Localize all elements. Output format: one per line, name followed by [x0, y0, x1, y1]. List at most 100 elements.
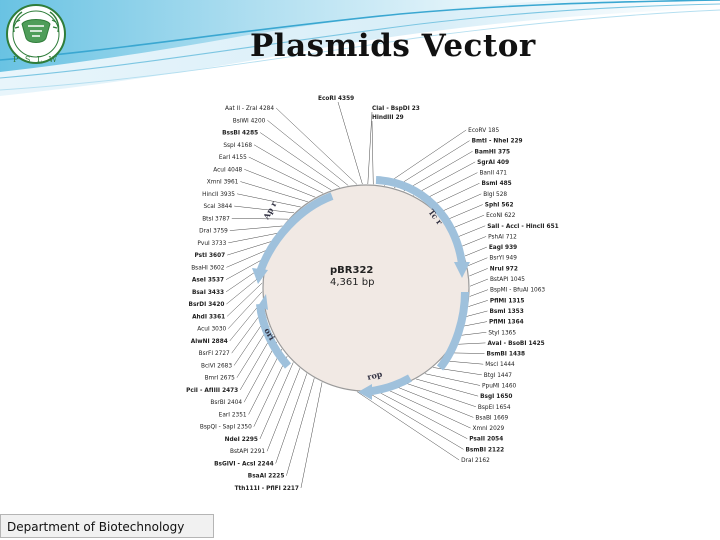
site-label-right-14: BstAPI 1045	[490, 277, 525, 283]
leader-line-right-31	[356, 391, 460, 461]
gene-arrow-tetr	[375, 176, 466, 265]
site-label-right-6: BlgI 528	[483, 192, 507, 198]
site-label-left-18: AcuI 3030	[197, 327, 226, 333]
leader-line-left-0	[275, 107, 358, 185]
leader-line-left-17	[226, 282, 263, 317]
site-label-left-22: BmrI 2675	[205, 376, 236, 382]
site-label-right-5: BsmI 485	[481, 181, 511, 187]
leader-line-right-25	[416, 378, 479, 397]
site-label-left-6: XmnI 3961	[207, 180, 239, 186]
leader-line-right-19	[458, 332, 487, 336]
site-label-left-25: EarI 2351	[219, 412, 247, 418]
site-label-right-20: AvaI - BsoBI 1425	[488, 341, 545, 347]
site-label-left-13: BsaHI 3602	[191, 265, 225, 271]
site-label-left-27: NdeI 2295	[225, 437, 258, 443]
leader-line-right-8	[451, 214, 485, 229]
site-label-right-10: PshAI 712	[488, 234, 517, 240]
site-label-right-11: EagI 939	[489, 245, 517, 251]
arrowhead-ampr	[252, 268, 268, 284]
site-label-left-11: PvuI 3733	[197, 241, 226, 247]
leader-line-right-6	[437, 193, 482, 214]
leader-line-left-9	[231, 218, 289, 220]
leader-line-right-3	[413, 161, 476, 196]
gene-label-rop: rop	[366, 368, 384, 381]
site-label-left-17: AhdI 3361	[192, 314, 225, 320]
leader-line-right-26	[406, 383, 476, 407]
leader-line-right-11	[464, 246, 487, 257]
site-label-right-26: BspEI 1654	[478, 405, 511, 411]
leader-line-right-10	[461, 236, 487, 247]
leader-line-right-15	[469, 289, 489, 297]
site-label-right-0: EcoRV 185	[468, 128, 499, 134]
site-label-right-24: PpuMI 1460	[482, 383, 516, 389]
arrowhead-ori	[258, 294, 268, 310]
site-label-right-2: BamHI 375	[475, 149, 511, 155]
site-label-left-5: AcuI 4048	[213, 167, 242, 173]
site-label-right-30: BsmBI 2122	[466, 447, 505, 453]
gene-arrow-ampr	[256, 192, 334, 274]
leader-line-right-20	[453, 342, 486, 345]
plasmid-size: 4,361 bp	[330, 277, 375, 288]
leader-line-left-4	[248, 156, 324, 194]
site-label-right-15: BspMI - BfuAI 1063	[490, 288, 545, 294]
logo-letters: P S L W	[13, 55, 59, 64]
leader-line-right-2	[403, 151, 473, 192]
site-label-right-21: BsmBI 1438	[486, 352, 525, 358]
site-label-left-14: AseI 3537	[192, 278, 224, 284]
leader-line-right-30	[367, 391, 464, 450]
leader-line-left-26	[253, 355, 288, 427]
site-label-left-15: BsaI 3433	[192, 290, 224, 296]
site-label-right-31: DraI 2162	[461, 458, 490, 464]
leader-line-left-18	[228, 291, 263, 329]
leader-line-right-12	[467, 257, 488, 267]
leader-line-right-0	[383, 129, 467, 186]
leader-line-left-6	[240, 181, 308, 203]
leader-line-top-0	[337, 101, 363, 185]
leader-line-left-23	[240, 333, 273, 391]
site-label-right-12: BsrYI 949	[489, 256, 517, 262]
leader-line-right-24	[424, 373, 481, 386]
header-swoosh	[0, 0, 720, 96]
leader-line-left-12	[227, 240, 274, 256]
leader-line-right-29	[377, 391, 468, 439]
site-label-left-20: BsrFI 2727	[199, 351, 230, 357]
leader-line-right-28	[387, 389, 471, 429]
leader-line-right-5	[430, 183, 480, 207]
site-label-left-2: BssBI 4285	[222, 131, 258, 137]
site-label-right-28: XmnI 2029	[473, 426, 505, 432]
footer-department: Department of Biotechnology	[0, 514, 214, 538]
leader-line-left-8	[234, 205, 295, 214]
site-label-right-4: BanII 471	[479, 171, 507, 177]
site-label-right-19: StyI 1365	[488, 330, 516, 336]
leader-line-left-30	[286, 378, 315, 476]
site-label-left-9: BtsI 3787	[202, 216, 230, 222]
site-label-right-23: BtgI 1447	[484, 373, 513, 379]
arrowhead-tetr	[454, 262, 470, 278]
site-label-left-26: BspQI - SapI 2350	[200, 425, 252, 431]
leader-line-left-24	[243, 341, 278, 403]
plasmid-map: Ap r Tc r ori rop pBR322 4,361 bp EcoRI …	[160, 78, 578, 496]
site-label-right-8: EcoNI 622	[486, 213, 516, 219]
leader-line-left-31	[300, 382, 323, 489]
leader-line-right-17	[465, 310, 488, 317]
site-label-left-19: AlwNI 2884	[191, 339, 228, 345]
site-label-left-23: PciI - AfIIII 2473	[186, 388, 238, 394]
site-label-top-1: ClaI - BspDI 23	[372, 106, 420, 112]
leader-lines	[225, 101, 489, 489]
site-label-left-21: BciVI 2683	[201, 363, 232, 369]
site-label-left-8: ScaI 3844	[203, 204, 232, 210]
leader-line-left-29	[275, 373, 308, 464]
site-label-left-24: BsrBI 2404	[210, 400, 242, 406]
university-logo: P S L W	[6, 4, 66, 64]
leader-line-left-11	[228, 233, 278, 244]
leader-line-left-2	[260, 132, 340, 188]
site-label-right-22: MscI 1444	[485, 362, 515, 368]
leader-line-left-1	[267, 120, 349, 186]
site-label-left-29: BsGIVI - AcsI 2244	[214, 461, 274, 467]
leader-line-right-4	[421, 172, 478, 201]
gene-arrows	[252, 176, 470, 400]
leader-line-right-14	[469, 278, 489, 287]
site-label-right-1: BmtI - NheI 229	[472, 139, 523, 145]
leader-line-left-3	[253, 144, 332, 191]
leader-line-left-25	[248, 348, 283, 415]
